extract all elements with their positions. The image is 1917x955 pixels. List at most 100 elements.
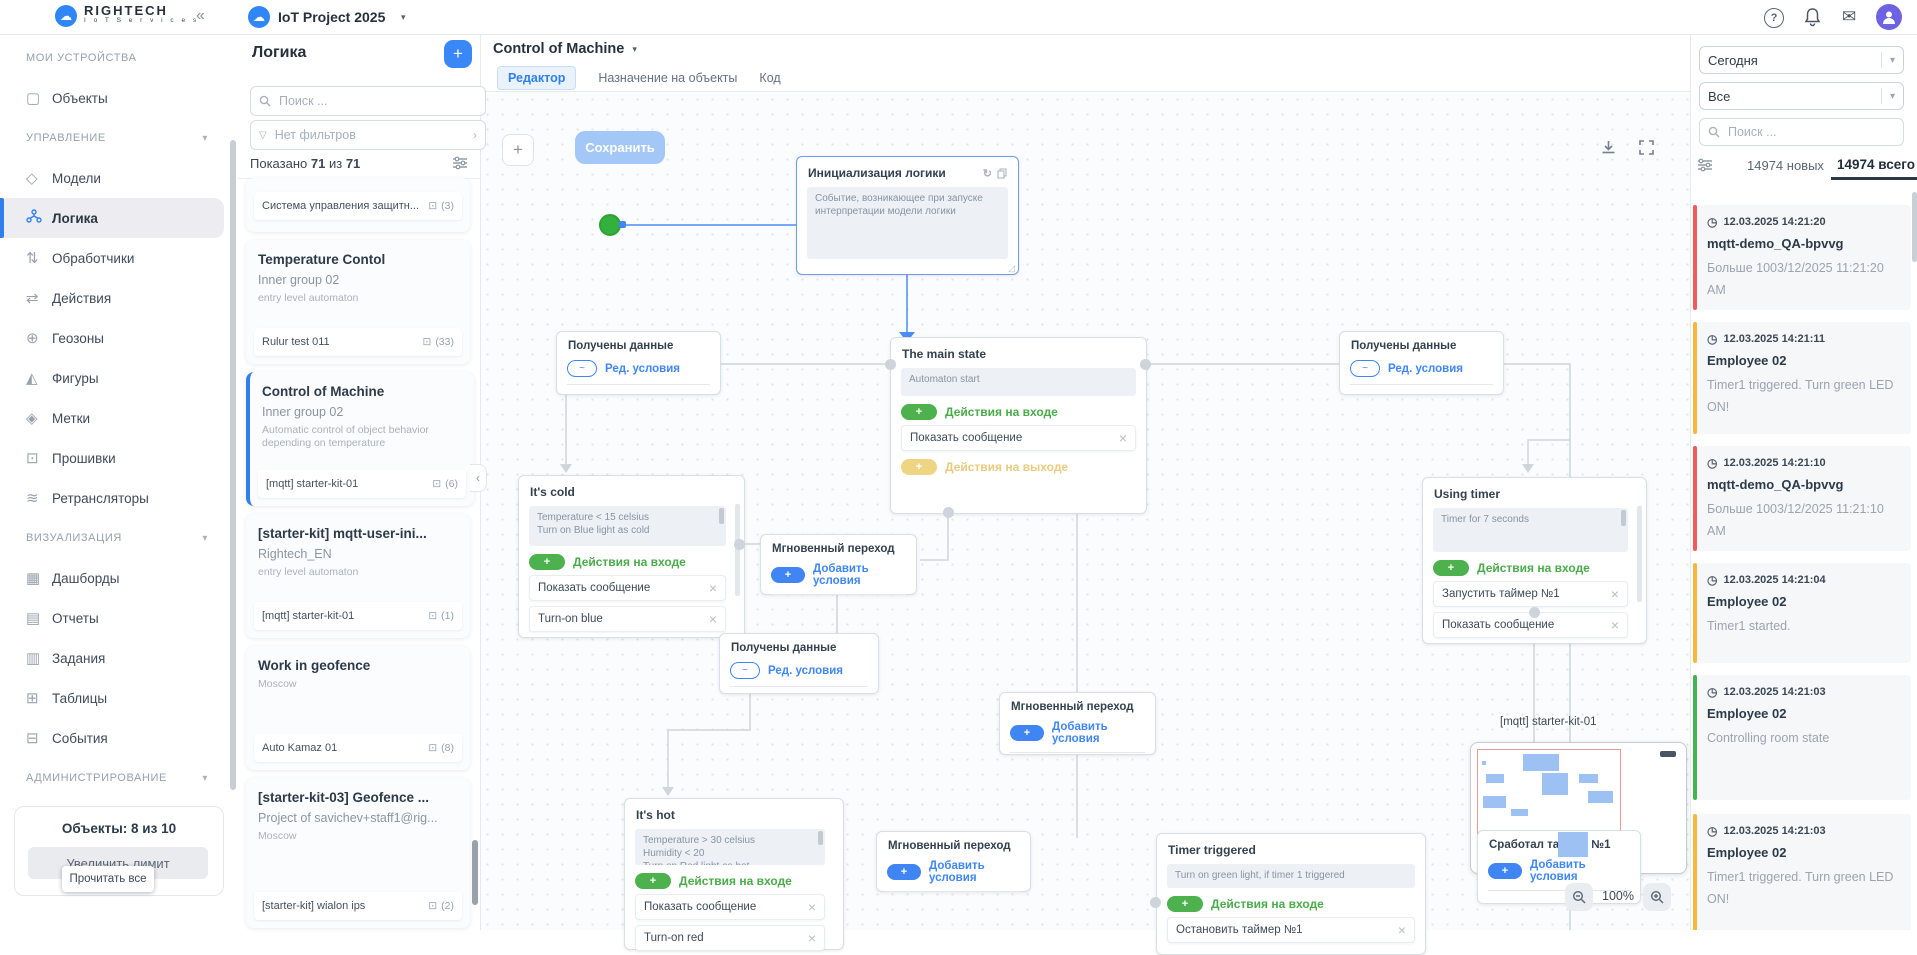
add-conditions-link[interactable]: Добавить условия: [1530, 859, 1586, 883]
node-logic-init[interactable]: Инициализация логики ↻ Событие, возникаю…: [796, 156, 1019, 275]
add-entry-action-button[interactable]: +: [529, 554, 565, 570]
condition-icon[interactable]: ~: [1350, 360, 1380, 377]
sidebar-item-relays[interactable]: ≋Ретрансляторы: [26, 490, 149, 507]
events-search-field[interactable]: [1726, 124, 1895, 140]
add-entry-action-button[interactable]: +: [1167, 896, 1203, 912]
add-condition-button[interactable]: +: [887, 864, 921, 880]
events-search-input[interactable]: [1699, 118, 1904, 146]
user-avatar[interactable]: [1876, 4, 1902, 30]
tab-assignment[interactable]: Назначение на объекты: [598, 70, 738, 85]
connection-dot[interactable]: [1140, 359, 1151, 370]
copy-icon[interactable]: [997, 168, 1007, 179]
logic-list-scrollbar[interactable]: [472, 840, 478, 905]
connection-dot[interactable]: [1150, 897, 1161, 908]
logic-card-mqtt-user-init[interactable]: [starter-kit] mqtt-user-ini... Rightech_…: [246, 514, 470, 638]
sidebar-item-reports[interactable]: ▤Отчеты: [26, 610, 99, 627]
scroll-thumb[interactable]: [818, 831, 823, 845]
condition-icon[interactable]: ~: [730, 662, 760, 679]
edit-conditions-link[interactable]: Ред. условия: [768, 664, 844, 677]
project-caret-icon[interactable]: ▾: [401, 12, 406, 22]
events-scrollbar[interactable]: [1912, 192, 1917, 262]
connection-dot[interactable]: [943, 507, 954, 518]
sidebar-section-management[interactable]: УПРАВЛЕНИЕ▾: [26, 132, 208, 144]
logic-card-work-in-geofence[interactable]: Work in geofence Moscow Auto Kamaz 01 ⊡(…: [246, 646, 470, 770]
delete-action-icon[interactable]: ×: [708, 580, 717, 596]
delete-action-icon[interactable]: ×: [1610, 586, 1619, 602]
logic-card-device-row[interactable]: Система управления защитн... ⊡(3): [254, 192, 462, 220]
minimap-collapse-icon[interactable]: [1660, 751, 1676, 757]
notifications-bell-icon[interactable]: [1803, 7, 1822, 32]
sidebar-section-administration[interactable]: АДМИНИСТРИРОВАНИЕ▾: [26, 772, 208, 784]
sidebar-collapse-icon[interactable]: «: [196, 7, 205, 24]
tab-all-events[interactable]: 14974 всего: [1837, 157, 1915, 172]
sidebar-item-handlers[interactable]: ⇅Обработчики: [26, 250, 135, 267]
sidebar-scrollbar[interactable]: [230, 140, 236, 790]
sidebar-item-geofences[interactable]: ⊕Геозоны: [26, 330, 104, 347]
node-received-data-1[interactable]: Получены данные ~Ред. условия: [556, 331, 721, 395]
tab-code[interactable]: Код: [759, 70, 781, 85]
editor-title-caret-icon[interactable]: ▾: [632, 43, 637, 54]
logic-search-input[interactable]: [250, 86, 486, 116]
add-conditions-link[interactable]: Добавить условия: [1052, 721, 1108, 745]
fullscreen-icon[interactable]: [1632, 133, 1660, 161]
list-settings-icon[interactable]: [452, 156, 468, 175]
node-transition-2[interactable]: Мгновенный переход +Добавить условия: [999, 692, 1156, 755]
condition-icon[interactable]: ~: [567, 360, 597, 377]
logic-card-temperature-contol[interactable]: Temperature Contol Inner group 02 entry …: [246, 240, 470, 364]
sidebar-item-tasks[interactable]: ▥Задания: [26, 650, 106, 667]
action-row[interactable]: Показать сообщение×: [635, 894, 825, 920]
node-its-cold[interactable]: It's cold Temperature < 15 celsius Turn …: [518, 475, 745, 638]
sidebar-item-models[interactable]: ◇Модели: [26, 170, 101, 187]
node-transition-1[interactable]: Мгновенный переход +Добавить условия: [760, 534, 917, 595]
sidebar-item-events[interactable]: ⊟События: [26, 730, 108, 747]
event-card[interactable]: ◷12.03.2025 14:21:10 mqtt-demo_QA-bpvvg …: [1693, 446, 1911, 551]
action-row[interactable]: Показать сообщение×: [529, 575, 726, 601]
logic-card-geofence-03[interactable]: [starter-kit-03] Geofence ... Project of…: [246, 778, 470, 928]
action-row[interactable]: Остановить таймер №1×: [1167, 917, 1415, 943]
sidebar-item-firmware[interactable]: ⊡Прошивки: [26, 450, 116, 467]
node-its-hot[interactable]: It's hot Temperature > 30 celsius Humidi…: [624, 798, 844, 951]
node-received-data-2[interactable]: Получены данные ~Ред. условия: [1339, 331, 1504, 395]
read-all-button[interactable]: Прочитать все: [62, 866, 154, 892]
delete-action-icon[interactable]: ×: [708, 611, 717, 627]
scroll-thumb[interactable]: [1621, 510, 1626, 526]
mail-icon[interactable]: ✉: [1842, 7, 1857, 26]
resize-handle-icon[interactable]: ◿: [1008, 263, 1015, 273]
editor-title[interactable]: Control of Machine: [493, 41, 625, 57]
delete-action-icon[interactable]: ×: [1610, 617, 1619, 633]
tab-editor[interactable]: Редактор: [497, 65, 577, 90]
add-exit-action-button[interactable]: +: [901, 459, 937, 475]
logic-card-device-row[interactable]: Rulur test 011 ⊡(33): [254, 328, 462, 356]
delete-action-icon[interactable]: ×: [1118, 430, 1127, 446]
sidebar-item-logic[interactable]: Логика: [0, 198, 224, 238]
sidebar-item-tables[interactable]: ⊞Таблицы: [26, 690, 108, 707]
delete-action-icon[interactable]: ×: [807, 899, 816, 915]
logic-card-device-row[interactable]: [mqtt] starter-kit-01 ⊡(6): [258, 470, 466, 498]
start-node[interactable]: [599, 214, 621, 236]
add-logic-button[interactable]: +: [444, 40, 472, 68]
connection-dot[interactable]: [734, 539, 745, 550]
filter-expand-icon[interactable]: ›: [473, 128, 477, 142]
node-transition-3[interactable]: Мгновенный переход +Добавить условия: [876, 831, 1031, 892]
logic-filter-field[interactable]: [272, 127, 467, 143]
panel-collapse-handle[interactable]: ‹: [470, 464, 487, 492]
add-conditions-link[interactable]: Добавить условия: [813, 563, 869, 587]
logic-card-device-row[interactable]: Auto Kamaz 01 ⊡(8): [254, 734, 462, 762]
edit-conditions-link[interactable]: Ред. условия: [605, 362, 681, 375]
add-conditions-link[interactable]: Добавить условия: [929, 860, 985, 884]
event-card[interactable]: ◷12.03.2025 14:21:03 Employee 02 Timer1 …: [1693, 814, 1911, 930]
type-select[interactable]: Все▾: [1699, 82, 1904, 110]
logic-card-control-of-machine[interactable]: Control of Machine Inner group 02 Automa…: [246, 372, 474, 506]
edit-conditions-link[interactable]: Ред. условия: [1388, 362, 1464, 375]
logic-card-device-row[interactable]: [mqtt] starter-kit-01 ⊡(1): [254, 602, 462, 630]
node-scrollbar[interactable]: [735, 504, 740, 596]
logic-card-partial[interactable]: Система управления защитн... ⊡(3): [246, 178, 470, 232]
start-node-port[interactable]: [619, 221, 626, 228]
sidebar-section-visualization[interactable]: ВИЗУАЛИЗАЦИЯ▾: [26, 532, 208, 544]
zoom-in-button[interactable]: [1643, 883, 1671, 911]
save-button[interactable]: Сохранить: [575, 131, 665, 164]
add-node-button[interactable]: +: [502, 134, 534, 166]
project-title[interactable]: IoT Project 2025: [278, 9, 386, 25]
event-card[interactable]: ◷12.03.2025 14:21:11 Employee 02 Timer1 …: [1693, 322, 1911, 434]
node-timer-triggered[interactable]: Timer triggered Turn on green light, if …: [1156, 833, 1426, 955]
